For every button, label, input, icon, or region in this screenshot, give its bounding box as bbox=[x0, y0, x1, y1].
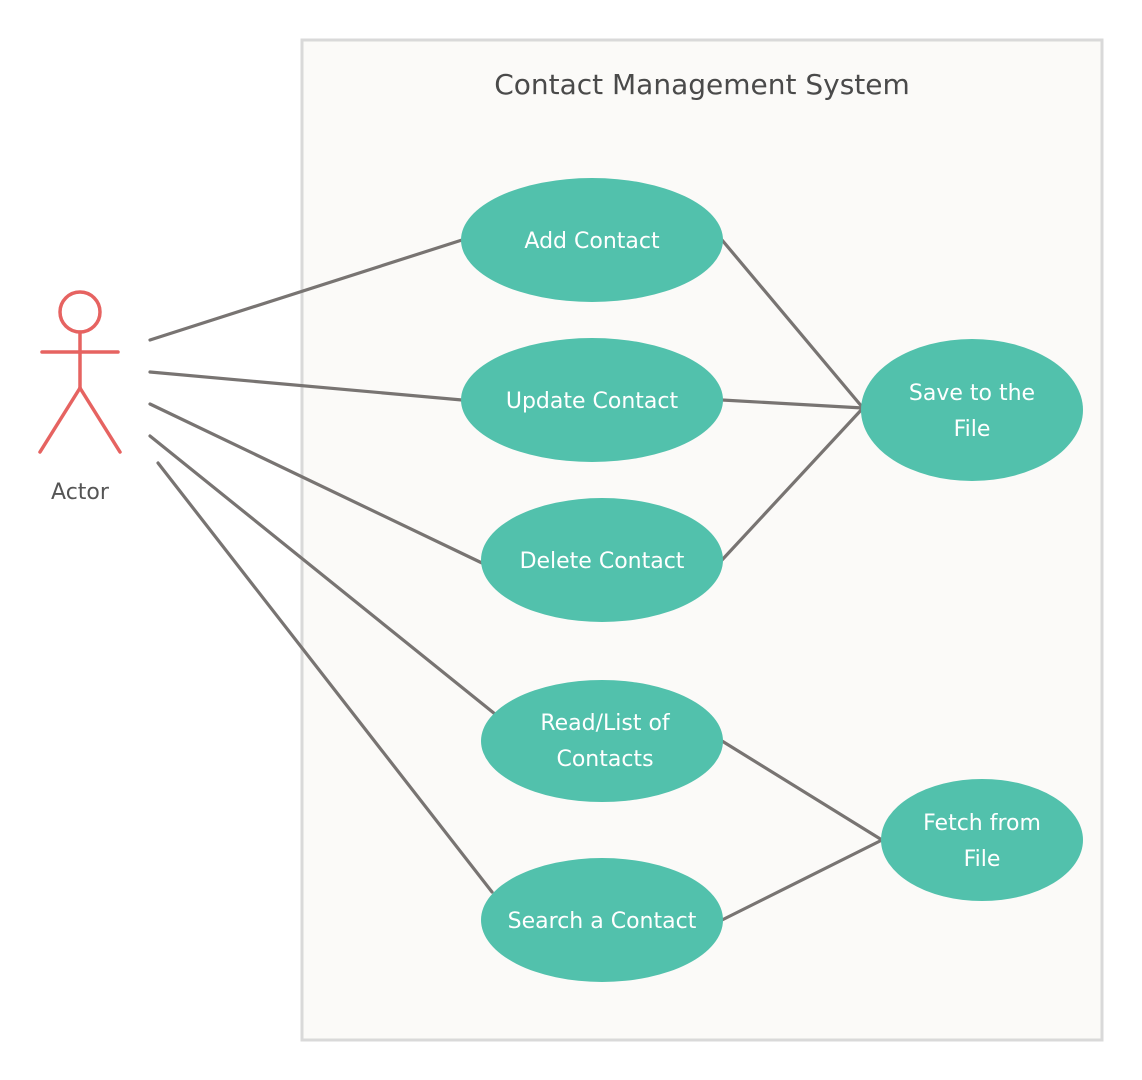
use-case-read-list-label-line1: Read/List of bbox=[540, 711, 671, 736]
link-add-to-save bbox=[720, 238, 865, 410]
actor-label: Actor bbox=[51, 480, 110, 505]
use-case-delete-contact: Delete Contact bbox=[481, 498, 723, 622]
association-add-contact bbox=[148, 238, 464, 342]
use-case-fetch-from-file: Fetch from File bbox=[881, 779, 1083, 901]
use-case-save-file-label-line1: Save to the bbox=[909, 381, 1035, 406]
use-case-search-contact-label: Search a Contact bbox=[508, 909, 697, 934]
use-case-save-to-file: Save to the File bbox=[861, 339, 1083, 481]
use-case-update-contact-label: Update Contact bbox=[506, 389, 679, 414]
use-case-add-contact: Add Contact bbox=[461, 178, 723, 302]
link-update-to-save bbox=[720, 398, 865, 410]
use-case-delete-contact-label: Delete Contact bbox=[520, 549, 685, 574]
link-delete-to-save bbox=[720, 406, 865, 562]
association-search-contact bbox=[156, 461, 494, 894]
association-read-list bbox=[148, 434, 497, 716]
use-case-fetch-file-label-line2: File bbox=[964, 847, 1001, 872]
system-title: Contact Management System bbox=[494, 68, 910, 101]
use-case-search-contact: Search a Contact bbox=[481, 858, 723, 982]
use-case-fetch-file-label-line1: Fetch from bbox=[923, 811, 1041, 836]
use-case-read-list-contacts: Read/List of Contacts bbox=[481, 680, 723, 802]
actor-associations bbox=[148, 238, 497, 894]
use-case-add-contact-label: Add Contact bbox=[524, 229, 660, 254]
association-update-contact bbox=[148, 370, 464, 402]
association-delete-contact bbox=[148, 402, 484, 565]
link-search-to-fetch bbox=[720, 838, 884, 922]
use-case-save-file-label-line2: File bbox=[954, 417, 991, 442]
use-case-read-list-label-line2: Contacts bbox=[556, 747, 653, 772]
actor-icon bbox=[38, 290, 122, 454]
use-case-update-contact: Update Contact bbox=[461, 338, 723, 462]
link-read-to-fetch bbox=[720, 739, 884, 842]
include-associations bbox=[720, 238, 884, 922]
